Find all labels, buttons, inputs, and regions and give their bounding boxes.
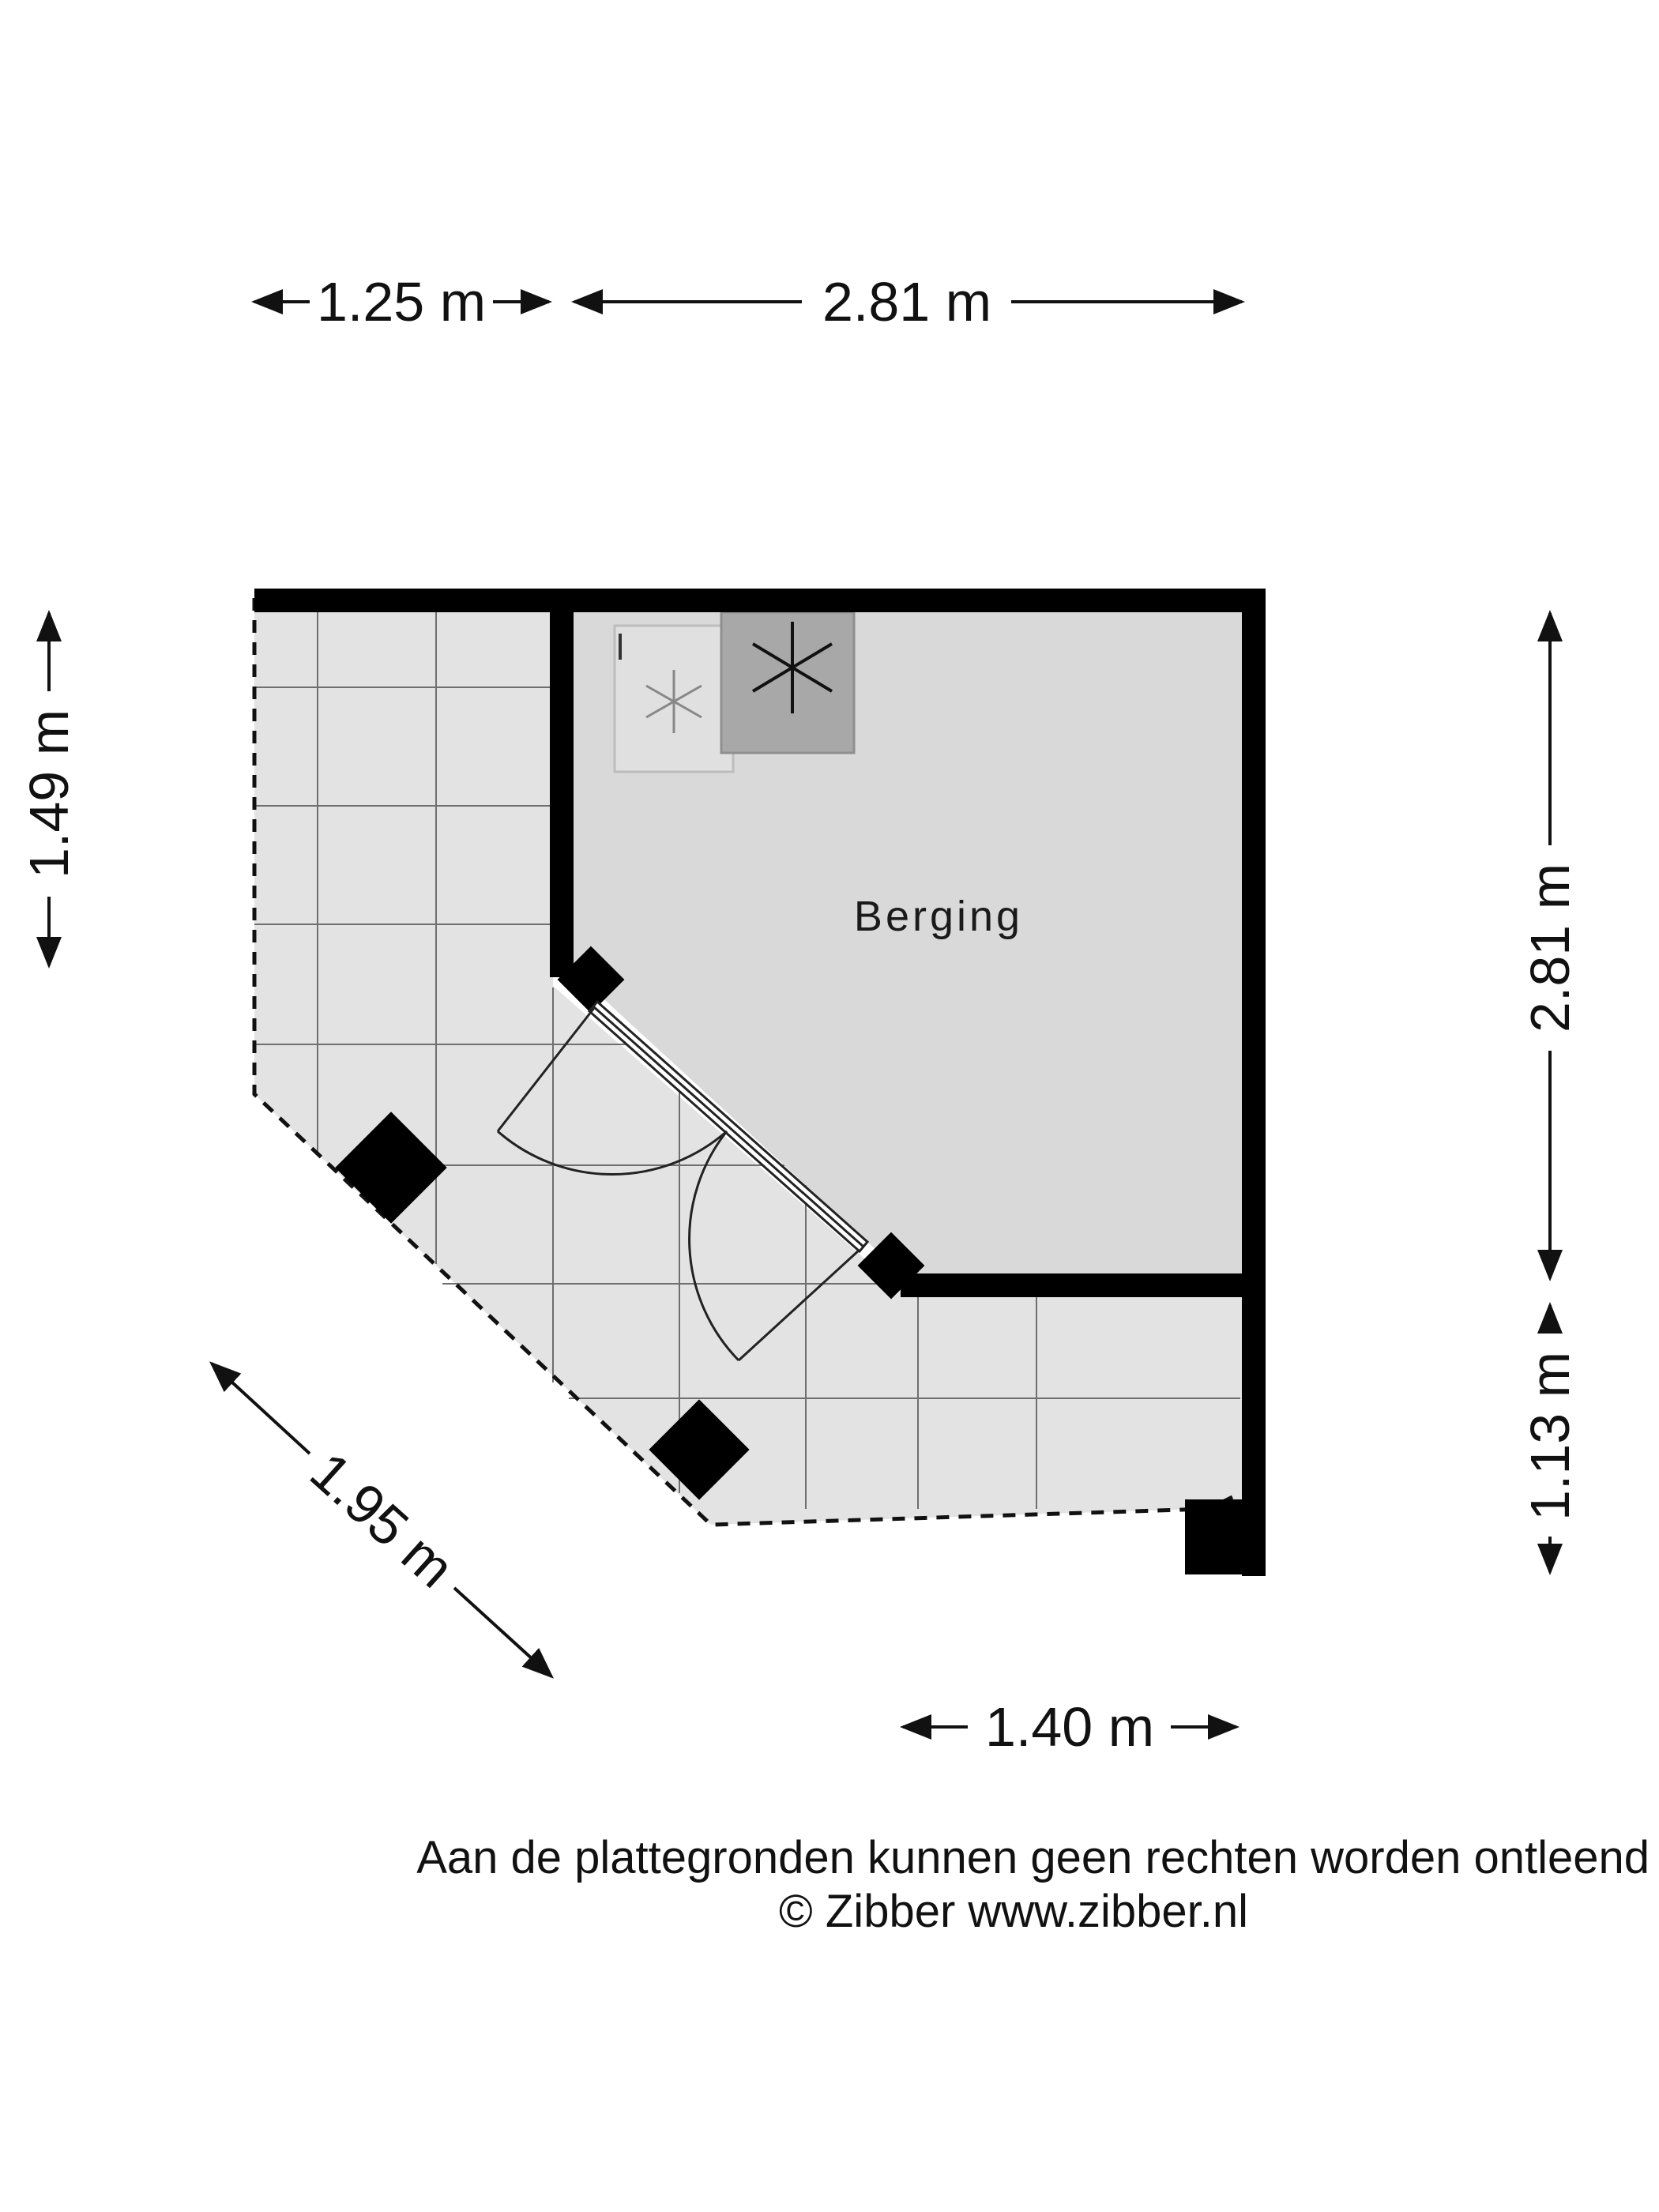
svg-text:1.25 m: 1.25 m — [317, 271, 486, 333]
svg-text:1.40 m: 1.40 m — [985, 1696, 1154, 1758]
door-swing-icon — [496, 1007, 861, 1362]
column — [649, 1399, 750, 1500]
disclaimer-text: Aan de plattegronden kunnen geen rechten… — [416, 1832, 1650, 1883]
walls — [254, 589, 1266, 1576]
dimension-diagonal: 1.95 m — [209, 1361, 554, 1679]
dimension-top-left: 1.25 m — [251, 271, 552, 333]
svg-text:2.81 m: 2.81 m — [1519, 863, 1581, 1033]
svg-text:1.95 m: 1.95 m — [299, 1440, 465, 1599]
tile-grid — [254, 598, 1240, 1509]
room-label: Berging — [854, 893, 1023, 940]
dimension-right-upper: 2.81 m — [1519, 610, 1581, 1281]
washing-machine-icon — [720, 611, 856, 754]
svg-text:1.49 m: 1.49 m — [18, 709, 80, 878]
svg-text:1.13 m: 1.13 m — [1519, 1352, 1581, 1521]
svg-text:2.81 m: 2.81 m — [822, 271, 991, 333]
dimension-top-right: 2.81 m — [571, 271, 1245, 333]
dimension-left: 1.49 m — [18, 610, 80, 969]
outside-area — [254, 598, 1248, 1525]
credit-text: © Zibber www.zibber.nl — [779, 1886, 1248, 1937]
column — [335, 1112, 447, 1224]
berging-floor — [567, 610, 1248, 1278]
dryer-icon — [613, 624, 735, 773]
dimension-right-lower: 1.13 m — [1519, 1302, 1581, 1575]
dimension-bottom: 1.40 m — [900, 1696, 1240, 1758]
